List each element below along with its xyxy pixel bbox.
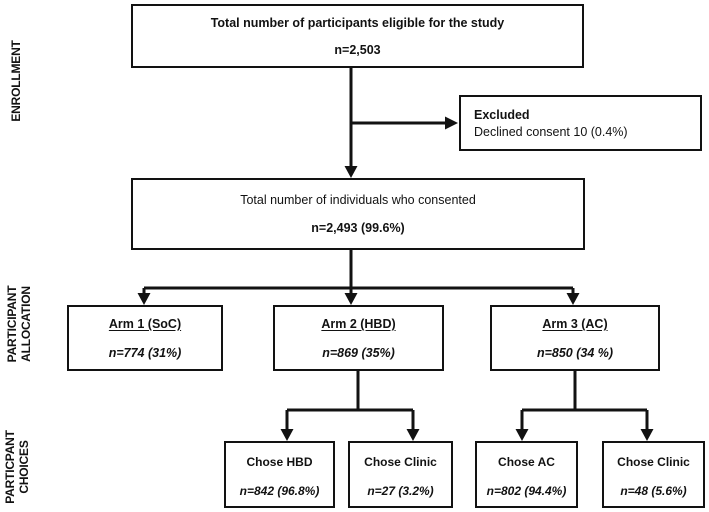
stage-label-line: ALLOCATION [19,286,33,362]
chose-clinic-arm3-box: Chose Clinic n=48 (5.6%) [602,441,705,508]
stage-label-line: PARTICIPANT [5,285,19,363]
consented-count: n=2,493 (99.6%) [311,221,405,235]
arrowhead-to-arm2 [344,293,358,305]
chose-clinic-arm2-box: Chose Clinic n=27 (3.2%) [348,441,453,508]
stage-label-line: ENROLLMENT [9,40,23,122]
arrowhead-to-excluded [445,116,458,130]
eligible-title: Total number of participants eligible fo… [210,16,505,30]
chose-clinic-arm2-count: n=27 (3.2%) [367,484,434,498]
arrowhead-to-arm1 [137,293,151,305]
arm1-soc-box: Arm 1 (SoC) n=774 (31%) [67,305,223,371]
stage-label-particpant-choices: PARTICPANT CHOICES [3,430,31,504]
arrowhead-to-consented [344,166,358,178]
arm2-count: n=869 (35%) [322,346,395,360]
arrowhead-to-arm3 [566,293,580,305]
arrowhead-to-choice-clinic2 [406,429,420,441]
chose-ac-box: Chose AC n=802 (94.4%) [475,441,578,508]
connector-arm2-choices-split [285,371,415,433]
excluded-title: Excluded [474,108,530,123]
arm3-ac-box: Arm 3 (AC) n=850 (34 %) [490,305,660,371]
arm2-hbd-box: Arm 2 (HBD) n=869 (35%) [273,305,444,371]
chose-clinic-arm3-count: n=48 (5.6%) [620,484,687,498]
arrowhead-to-choice-ac [515,429,529,441]
stage-label-line: CHOICES [17,440,31,494]
arm1-count: n=774 (31%) [108,346,182,360]
arrowhead-to-choice-hbd [280,429,294,441]
consented-box: Total number of individuals who consente… [131,178,585,250]
chose-hbd-box: Chose HBD n=842 (96.8%) [224,441,335,508]
connector-arm3-choices-split [520,371,649,433]
arm3-title: Arm 3 (AC) [542,317,608,331]
chose-hbd-count: n=842 (96.8%) [239,484,320,498]
chose-ac-title: Chose AC [498,455,555,469]
excluded-detail: Declined consent 10 (0.4%) [474,124,628,139]
chose-clinic-arm2-title: Chose Clinic [364,455,437,469]
arrowhead-to-choice-clinic3 [640,429,654,441]
eligible-count: n=2,503 [334,43,381,57]
consented-title: Total number of individuals who consente… [240,193,476,207]
chose-clinic-arm3-title: Chose Clinic [617,455,690,469]
arm2-title: Arm 2 (HBD) [321,317,396,331]
stage-label-line: PARTICPANT [3,430,17,504]
chose-ac-count: n=802 (94.4%) [486,484,567,498]
arrowheads [137,116,654,441]
connector-allocation-split [142,250,575,298]
chose-hbd-title: Chose HBD [246,455,313,469]
arm1-title: Arm 1 (SoC) [108,317,182,331]
arm3-count: n=850 (34 %) [536,346,614,360]
eligible-box: Total number of participants eligible fo… [131,4,584,68]
stage-label-enrollment: ENROLLMENT [9,40,23,121]
stage-label-participant-allocation: PARTICIPANT ALLOCATION [5,286,33,363]
excluded-box: Excluded Declined consent 10 (0.4%) [459,95,702,151]
